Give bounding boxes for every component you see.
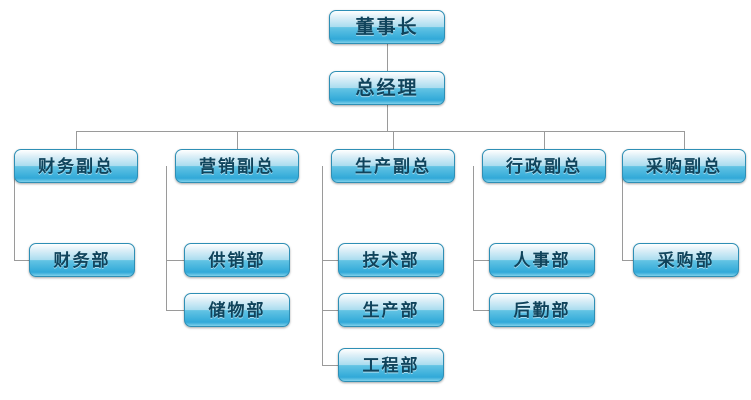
node-label: 人事部: [513, 250, 571, 270]
node-label: 生产副总: [355, 156, 431, 176]
connector-c-vp-bus: [76, 131, 684, 132]
connector-c-production-b3: [322, 365, 338, 366]
node-label: 供销部: [208, 250, 266, 270]
connector-c-marketing-b2: [166, 310, 184, 311]
connector-c-purchasing-stem: [622, 166, 623, 260]
connector-c-finance-stem: [14, 166, 15, 260]
connector-c-admin-b1: [473, 260, 489, 261]
node-dept-technology[interactable]: 技术部: [338, 243, 444, 277]
node-label: 董事长: [355, 16, 419, 38]
connector-c-marketing-b1: [166, 260, 184, 261]
node-label: 财务部: [53, 250, 111, 270]
connector-c-admin-b2: [473, 310, 489, 311]
connector-c-finance-b1: [14, 260, 29, 261]
connector-c-gm-down: [387, 105, 388, 131]
connector-c-vp-production-drop: [393, 131, 394, 149]
node-dept-engineering[interactable]: 工程部: [338, 348, 444, 382]
node-dept-storage[interactable]: 储物部: [184, 293, 290, 327]
connector-c-chairman-gm: [387, 44, 388, 71]
node-dept-finance[interactable]: 财务部: [29, 243, 135, 277]
connector-c-vp-marketing-drop: [237, 131, 238, 149]
node-label: 总经理: [355, 77, 419, 99]
connector-c-vp-purchasing-drop: [684, 131, 685, 149]
connector-c-purchasing-b1: [622, 260, 633, 261]
node-label: 工程部: [362, 355, 420, 375]
node-vp-finance[interactable]: 财务副总: [14, 149, 138, 183]
connector-c-production-b2: [322, 310, 338, 311]
node-vp-production[interactable]: 生产副总: [331, 149, 455, 183]
connector-c-admin-stem: [473, 166, 474, 310]
connector-c-production-stem: [322, 166, 323, 365]
node-label: 营销副总: [199, 156, 275, 176]
node-dept-purchase[interactable]: 采购部: [633, 243, 739, 277]
connector-c-vp-admin-drop: [544, 131, 545, 149]
node-label: 技术部: [362, 250, 420, 270]
node-dept-supply[interactable]: 供销部: [184, 243, 290, 277]
node-gm[interactable]: 总经理: [329, 71, 445, 105]
node-dept-logistics[interactable]: 后勤部: [489, 293, 595, 327]
node-label: 采购副总: [646, 156, 722, 176]
node-vp-marketing[interactable]: 营销副总: [175, 149, 299, 183]
node-label: 财务副总: [38, 156, 114, 176]
node-label: 采购部: [657, 250, 715, 270]
node-label: 生产部: [362, 300, 420, 320]
node-label: 储物部: [208, 300, 266, 320]
connector-c-vp-finance-drop: [76, 131, 77, 149]
node-label: 后勤部: [513, 300, 571, 320]
node-vp-purchasing[interactable]: 采购副总: [622, 149, 746, 183]
node-label: 行政副总: [506, 156, 582, 176]
node-dept-production[interactable]: 生产部: [338, 293, 444, 327]
connector-c-production-b1: [322, 260, 338, 261]
node-vp-admin[interactable]: 行政副总: [482, 149, 606, 183]
node-dept-personnel[interactable]: 人事部: [489, 243, 595, 277]
node-chairman[interactable]: 董事长: [329, 10, 445, 44]
connector-c-marketing-stem: [166, 166, 167, 310]
